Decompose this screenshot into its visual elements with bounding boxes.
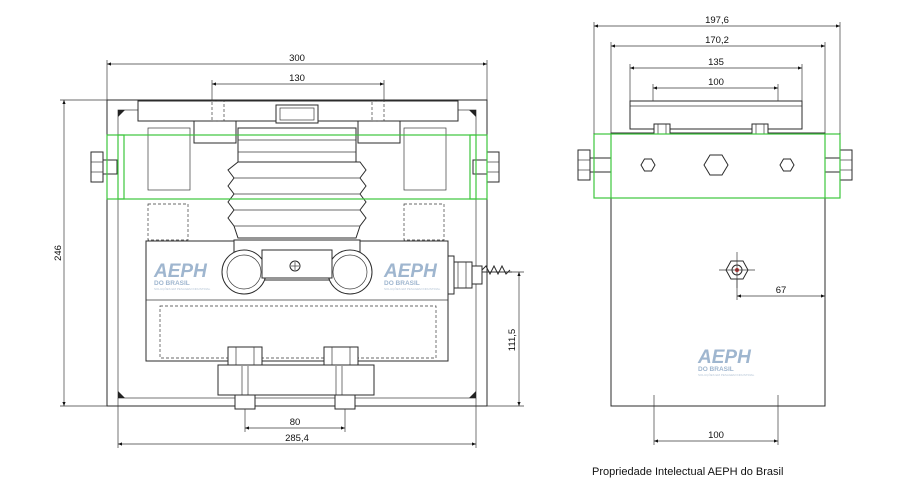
side-hex-center: [703, 154, 729, 176]
side-body: [610, 132, 826, 407]
dim-100-bottom: 100: [708, 430, 724, 441]
front-frame-outer: [106, 99, 488, 407]
svg-text:AEPH: AEPH: [153, 261, 208, 282]
svg-text:AEPH: AEPH: [697, 347, 752, 368]
svg-text:DO BRASIL: DO BRASIL: [154, 280, 190, 287]
dim-135: 135: [708, 57, 724, 68]
side-hex-left: [640, 158, 656, 172]
side-bolt-right: [472, 151, 500, 183]
side-bolt-left: [90, 151, 118, 183]
front-upper-block-left: [147, 127, 191, 191]
side-view-bolt-right: [824, 149, 853, 181]
front-upper-block-right: [403, 127, 447, 191]
cable-gland: [447, 255, 512, 295]
side-logo: AEPH DO BRASIL SOLUÇÕES EM PESAGEM INDUS…: [697, 347, 755, 377]
front-top-center-block: [275, 104, 319, 124]
dim-285-4: 285,4: [285, 433, 309, 444]
side-dimensions: 197,6 170,2 135 100 67 100: [593, 15, 841, 445]
roller-right: [327, 249, 373, 295]
dim-67: 67: [776, 285, 787, 296]
front-view: AEPH DO BRASIL SOLUÇÕES EM PESAGEM INDUS…: [53, 53, 524, 448]
side-hex-right: [779, 158, 795, 172]
front-base-block: [217, 364, 375, 396]
front-dimensions: 300 130 246 111,5 80 285,4: [53, 53, 524, 448]
dim-111-5: 111,5: [507, 329, 518, 351]
roller-left: [221, 249, 267, 295]
side-view: AEPH DO BRASIL SOLUÇÕES EM PESAGEM INDUS…: [577, 15, 853, 445]
front-top-bolt-left: [193, 120, 237, 144]
svg-text:DO BRASIL: DO BRASIL: [698, 366, 734, 373]
front-logo-right: AEPH DO BRASIL SOLUÇÕES EM PESAGEM INDUS…: [383, 261, 441, 291]
svg-text:DO BRASIL: DO BRASIL: [384, 280, 420, 287]
dim-300: 300: [289, 53, 305, 64]
svg-text:SOLUÇÕES EM PESAGEM INDUSTRIAL: SOLUÇÕES EM PESAGEM INDUSTRIAL: [384, 286, 441, 291]
front-highlight-band: [106, 134, 488, 200]
dim-80: 80: [290, 417, 301, 428]
svg-text:SOLUÇÕES EM PESAGEM INDUSTRIAL: SOLUÇÕES EM PESAGEM INDUSTRIAL: [698, 372, 755, 377]
svg-text:AEPH: AEPH: [383, 261, 438, 282]
dim-170-2: 170,2: [705, 35, 729, 46]
side-highlight-band: [593, 133, 841, 199]
dim-197-6: 197,6: [705, 15, 729, 26]
side-view-bolt-left: [577, 149, 612, 181]
bellows: [227, 127, 367, 239]
copyright-caption: Propriedade Intelectual AEPH do Brasil: [592, 466, 784, 478]
dim-130: 130: [289, 73, 305, 84]
front-logo: AEPH DO BRASIL SOLUÇÕES EM PESAGEM INDUS…: [153, 261, 211, 291]
dim-100-top: 100: [708, 77, 724, 88]
center-screw: [289, 260, 301, 272]
svg-text:SOLUÇÕES EM PESAGEM INDUSTRIAL: SOLUÇÕES EM PESAGEM INDUSTRIAL: [154, 286, 211, 291]
front-top-bolt-right: [357, 120, 401, 144]
dim-246: 246: [53, 245, 64, 261]
